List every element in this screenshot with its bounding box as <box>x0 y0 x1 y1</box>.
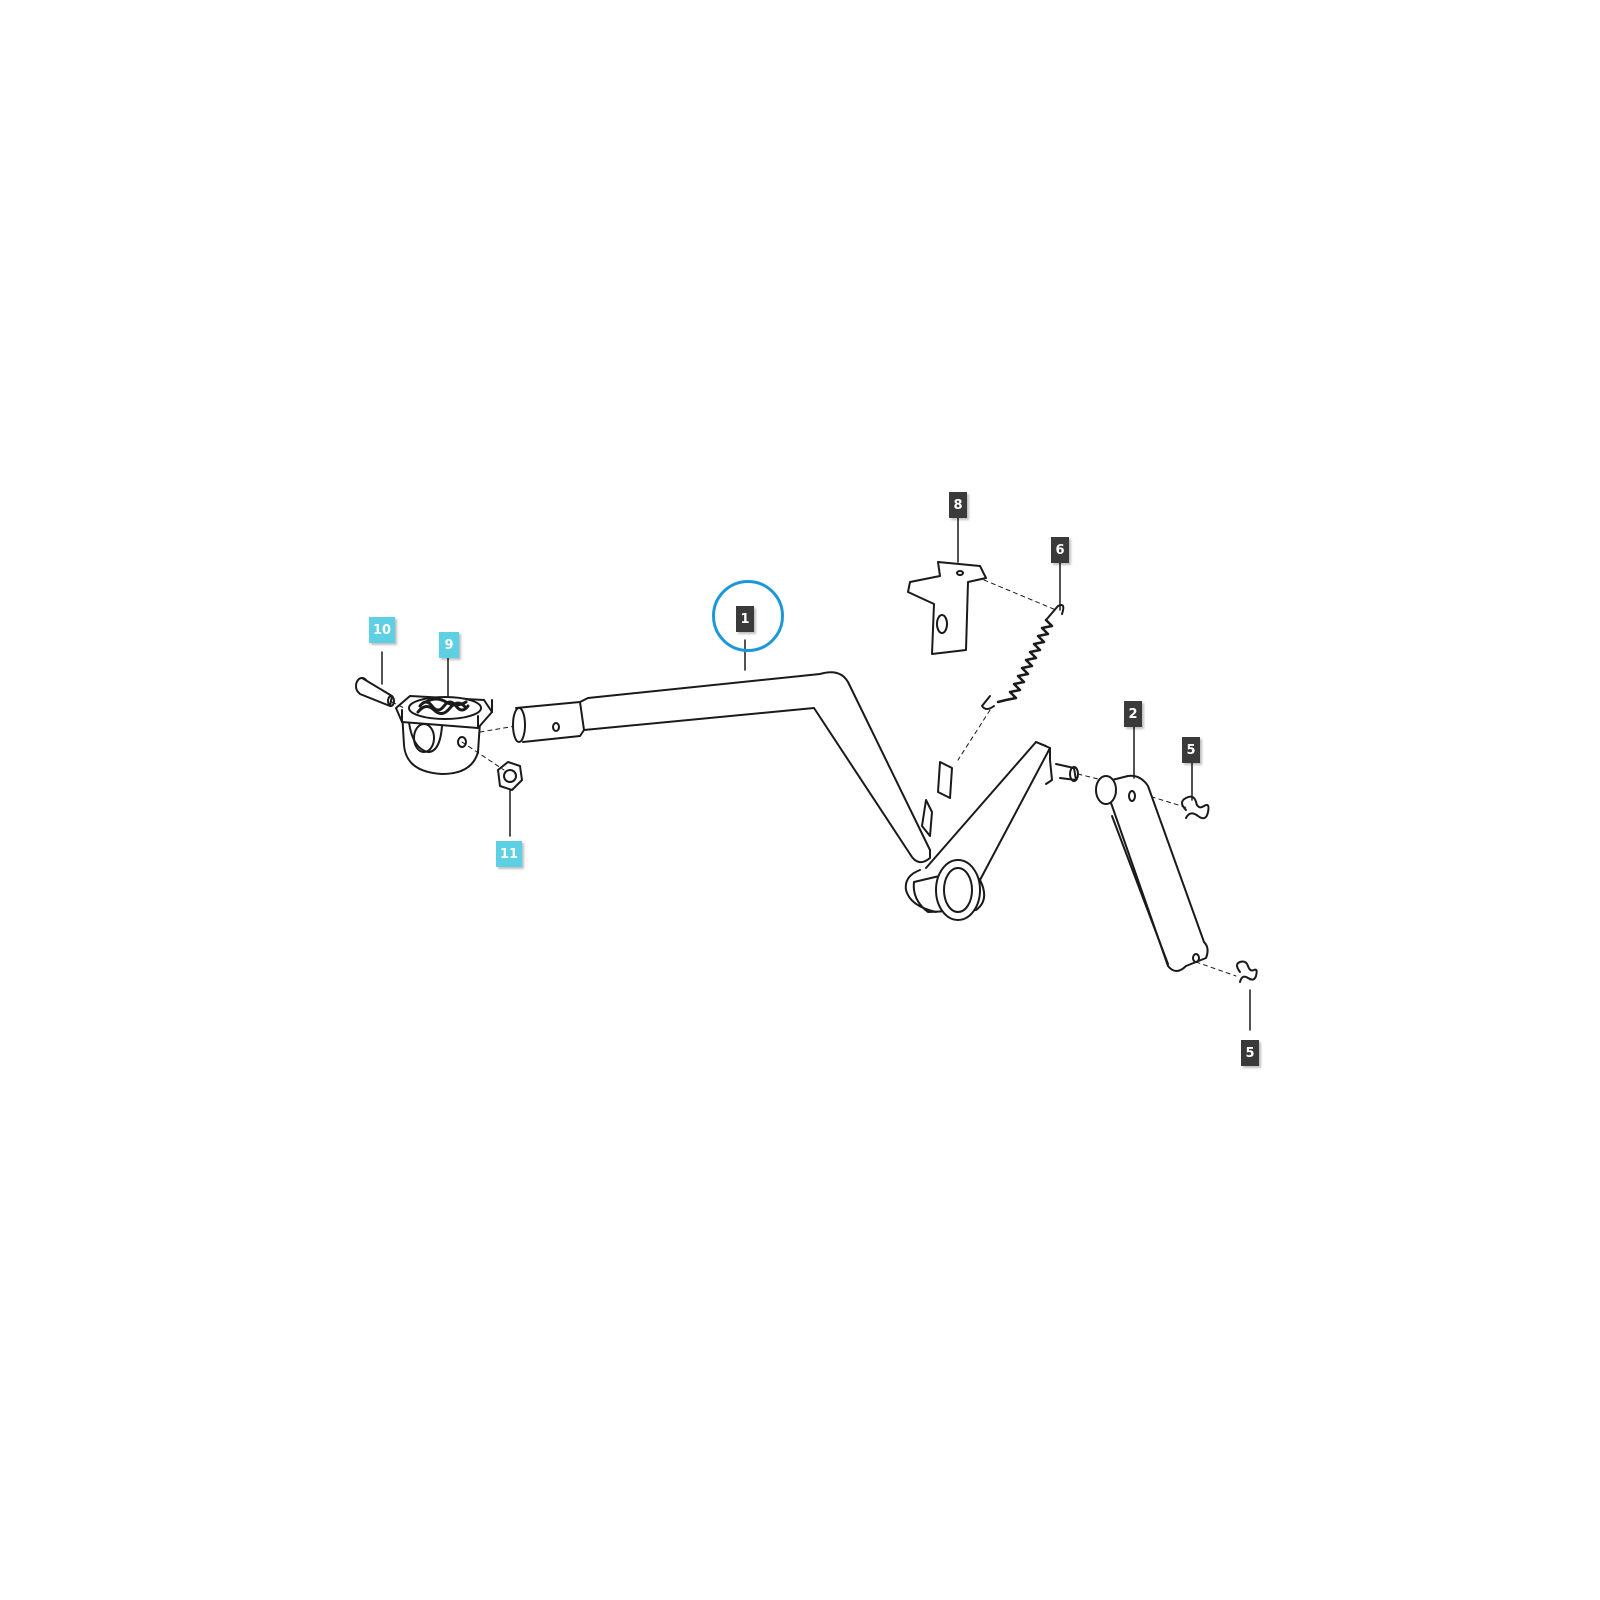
pedal-lever-part <box>512 671 1079 921</box>
callout-part-5-bottom[interactable]: 5 <box>1241 1040 1259 1066</box>
callout-part-11[interactable]: 11 <box>496 841 522 867</box>
selection-highlight-ring <box>712 580 784 652</box>
nut-part <box>497 761 523 791</box>
callout-part-2[interactable]: 2 <box>1124 701 1142 727</box>
assembly-lines-left <box>391 701 517 771</box>
callout-leaders <box>381 517 1251 1031</box>
pedal-pad-part <box>395 695 493 775</box>
spring-clip-top-part <box>1181 795 1210 820</box>
callout-part-1[interactable]: 1 <box>736 606 754 632</box>
callout-part-9[interactable]: 9 <box>439 632 459 658</box>
callout-part-8[interactable]: 8 <box>949 492 967 518</box>
link-arm-part <box>1095 774 1209 972</box>
callout-part-5-top[interactable]: 5 <box>1182 737 1200 763</box>
spring-part <box>981 604 1065 710</box>
bracket-part <box>907 561 987 655</box>
bolt-part <box>355 677 395 707</box>
callout-part-10[interactable]: 10 <box>369 617 395 643</box>
callout-part-6[interactable]: 6 <box>1051 537 1069 563</box>
spring-clip-bottom-part <box>1236 960 1258 983</box>
